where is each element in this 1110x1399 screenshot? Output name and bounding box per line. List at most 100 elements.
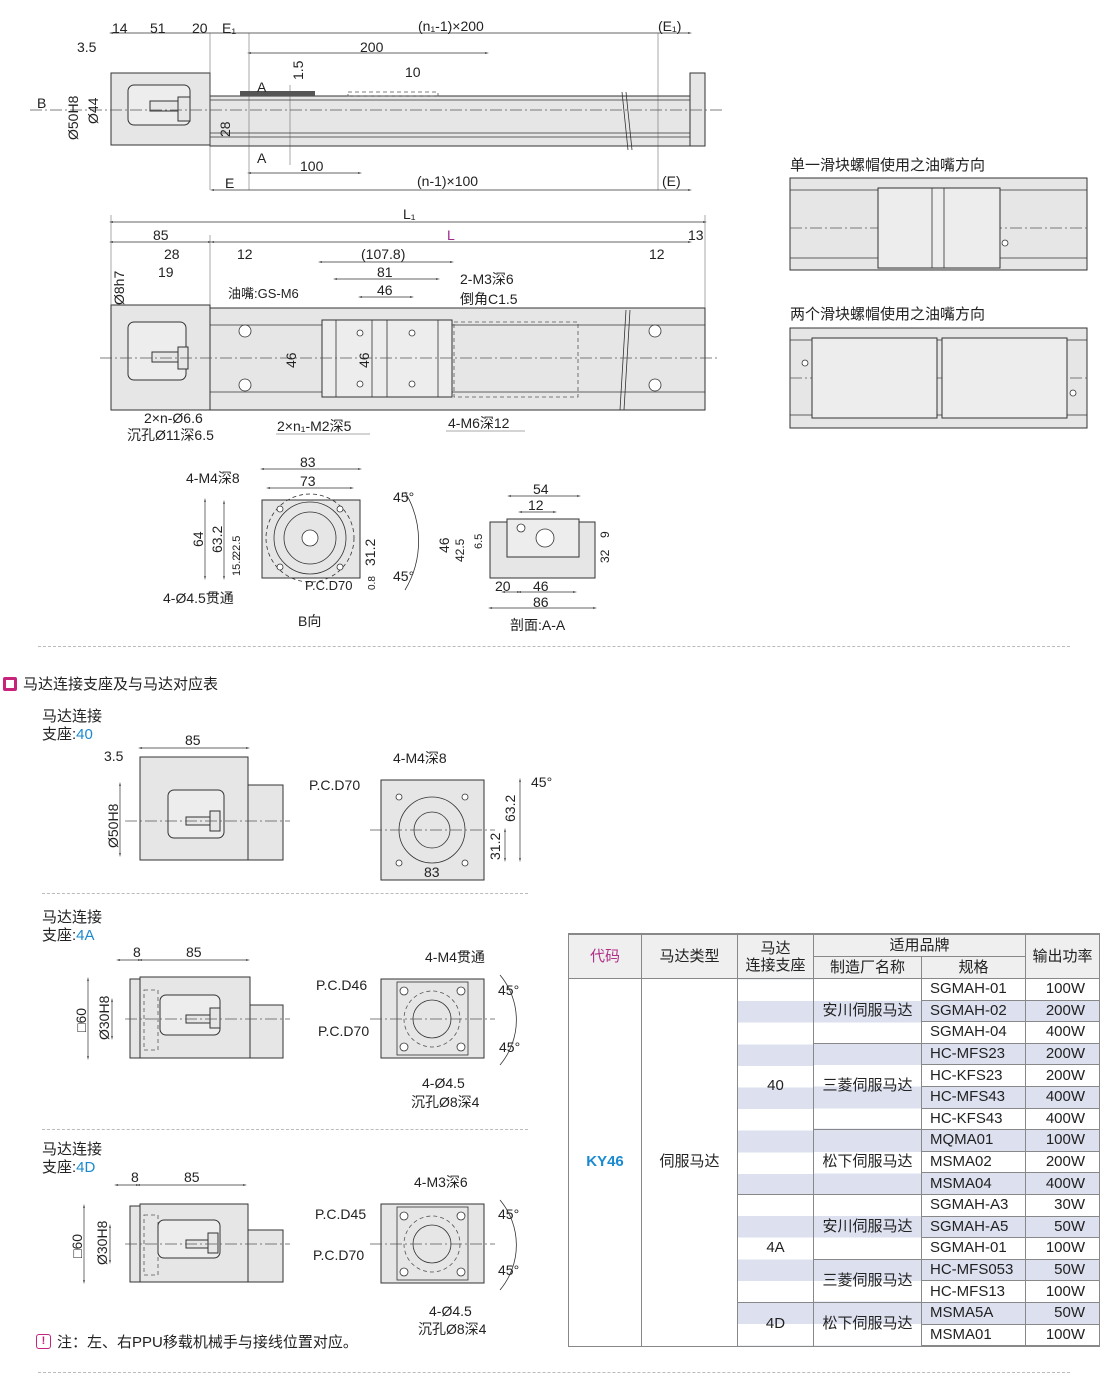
dimension-label: P.C.D70 bbox=[309, 777, 360, 793]
b-direction-view: 83 4-M4深8 73 45° 64 63.2 22.5 15.2 31.2 … bbox=[163, 454, 419, 629]
dimension-label: 8 bbox=[131, 1169, 139, 1185]
code-cell: KY46 bbox=[568, 978, 642, 1347]
bracket-prefix: 支座: bbox=[42, 726, 77, 743]
support-cell: 4D bbox=[737, 1301, 814, 1347]
dimension-label: 8 bbox=[133, 944, 141, 960]
dimension-label: (n-1)×100 bbox=[417, 173, 478, 189]
dimension-label: P.C.D70 bbox=[305, 578, 352, 593]
section-title: 马达连接支座及与马达对应表 bbox=[23, 676, 219, 693]
dimension-label: 20 bbox=[495, 578, 511, 594]
support-cell: 40 bbox=[737, 978, 814, 1195]
dimension-label: 42.5 bbox=[453, 538, 467, 562]
dimension-label: 沉孔Ø8深4 bbox=[418, 1321, 487, 1337]
dimension-label: 45° bbox=[498, 1262, 519, 1278]
bracket-40-drawing: 3.5 85 Ø50H8 4-M4深8 P.C.D70 45° 63.2 31.… bbox=[104, 732, 552, 881]
dimension-label: 46 bbox=[533, 578, 549, 594]
power-cell: 200W bbox=[1025, 1150, 1100, 1174]
bracket-title-line: 马达连接 bbox=[42, 708, 103, 725]
maker-cell: 松下伺服马达 bbox=[813, 1301, 922, 1347]
dimension-label: (107.8) bbox=[361, 246, 405, 262]
dimension-label: 3.5 bbox=[104, 748, 124, 764]
power-cell: 50W bbox=[1025, 1301, 1100, 1325]
power-cell: 200W bbox=[1025, 1042, 1100, 1066]
dimension-label: B向 bbox=[298, 613, 321, 629]
bracket-code: 4A bbox=[76, 927, 95, 944]
dimension-label: 45° bbox=[393, 568, 414, 584]
spec-cell: MQMA01 bbox=[921, 1129, 1026, 1152]
dimension-label: 2×n-Ø6.6 bbox=[144, 410, 203, 426]
spec-cell: HC-KFS23 bbox=[921, 1064, 1026, 1087]
dimension-label: 12 bbox=[649, 246, 665, 262]
maker-cell: 松下伺服马达 bbox=[813, 1129, 922, 1195]
power-cell: 50W bbox=[1025, 1215, 1100, 1239]
dimension-label: 73 bbox=[300, 473, 316, 489]
bracket-prefix: 支座: bbox=[42, 927, 77, 944]
bracket-4d-drawing: 8 85 □60 Ø30H8 4-M3深6 P.C.D45 P.C.D70 45… bbox=[69, 1169, 519, 1337]
maker-cell: 安川伺服马达 bbox=[813, 978, 922, 1044]
power-cell: 50W bbox=[1025, 1258, 1100, 1282]
divider bbox=[38, 1372, 1070, 1373]
power-cell: 100W bbox=[1025, 1237, 1100, 1260]
power-cell: 30W bbox=[1025, 1193, 1100, 1217]
spec-cell: MSMA5A bbox=[921, 1301, 1026, 1325]
single-slider-nozzle-drawing bbox=[789, 177, 1088, 271]
dimension-label: 46 bbox=[436, 537, 452, 553]
bracket-title-line: 马达连接 bbox=[42, 1141, 103, 1158]
dimension-label: 45° bbox=[498, 1206, 519, 1222]
dimension-label: 9 bbox=[598, 531, 612, 538]
spec-cell: HC-MFS43 bbox=[921, 1085, 1026, 1109]
header-support-line1: 马达 bbox=[760, 939, 791, 957]
header-spec: 规格 bbox=[921, 956, 1026, 979]
dimension-label: 4-Ø4.5贯通 bbox=[163, 590, 234, 606]
section-bullet-icon bbox=[3, 676, 17, 691]
dimension-label: 沉孔Ø8深4 bbox=[411, 1094, 480, 1110]
dimension-label: 85 bbox=[153, 227, 169, 243]
dimension-label: 0.8 bbox=[367, 576, 378, 590]
dimension-label: 31.2 bbox=[487, 833, 503, 860]
dimension-label: 45° bbox=[393, 489, 414, 505]
dimension-label: Ø50H8 bbox=[65, 95, 81, 140]
header-motor-type: 马达类型 bbox=[641, 933, 738, 979]
header-brand: 适用品牌 bbox=[813, 933, 1026, 957]
bracket-40-title: 马达连接 支座:40 bbox=[42, 708, 102, 744]
dimension-label: 4-M6深12 bbox=[448, 415, 510, 431]
bracket-code: 40 bbox=[76, 726, 93, 743]
dimension-label: L₁ bbox=[403, 206, 416, 222]
dimension-label: 4-Ø4.5 bbox=[429, 1303, 472, 1319]
double-slider-note-title: 两个滑块螺帽使用之油嘴方向 bbox=[790, 306, 986, 323]
header-support: 马达连接支座 bbox=[737, 933, 814, 979]
spec-cell: SGMAH-A5 bbox=[921, 1215, 1026, 1239]
power-cell: 400W bbox=[1025, 1107, 1100, 1131]
dimension-label: 54 bbox=[533, 481, 549, 497]
dimension-label: 64 bbox=[190, 531, 206, 547]
section-a-a-view: 54 12 46 42.5 6.5 9 32 20 46 86 剖面:A-A bbox=[436, 481, 612, 633]
dimension-label: P.C.D70 bbox=[318, 1023, 369, 1039]
dimension-label: 86 bbox=[533, 594, 549, 610]
divider bbox=[42, 1129, 528, 1130]
power-cell: 200W bbox=[1025, 999, 1100, 1023]
single-slider-note-title: 单一滑块螺帽使用之油嘴方向 bbox=[790, 157, 986, 174]
divider bbox=[42, 893, 528, 894]
dimension-label: 油嘴:GS-M6 bbox=[228, 286, 299, 301]
dimension-label: 46 bbox=[377, 282, 393, 298]
section-header: 马达连接支座及与马达对应表 bbox=[3, 673, 218, 694]
dimension-label: E bbox=[225, 175, 234, 191]
spec-cell: MSMA02 bbox=[921, 1150, 1026, 1174]
header-support-line2: 连接支座 bbox=[745, 956, 806, 974]
spec-cell: HC-MFS13 bbox=[921, 1280, 1026, 1303]
spec-cell: HC-KFS43 bbox=[921, 1107, 1026, 1131]
dimension-label: 沉孔Ø11深6.5 bbox=[127, 427, 214, 443]
dimension-label: 剖面:A-A bbox=[510, 617, 566, 633]
bracket-4a-title: 马达连接 支座:4A bbox=[42, 909, 102, 945]
dimension-label: □60 bbox=[73, 1008, 89, 1032]
dimension-label: 45° bbox=[498, 982, 519, 998]
dimension-label: 19 bbox=[158, 264, 174, 280]
